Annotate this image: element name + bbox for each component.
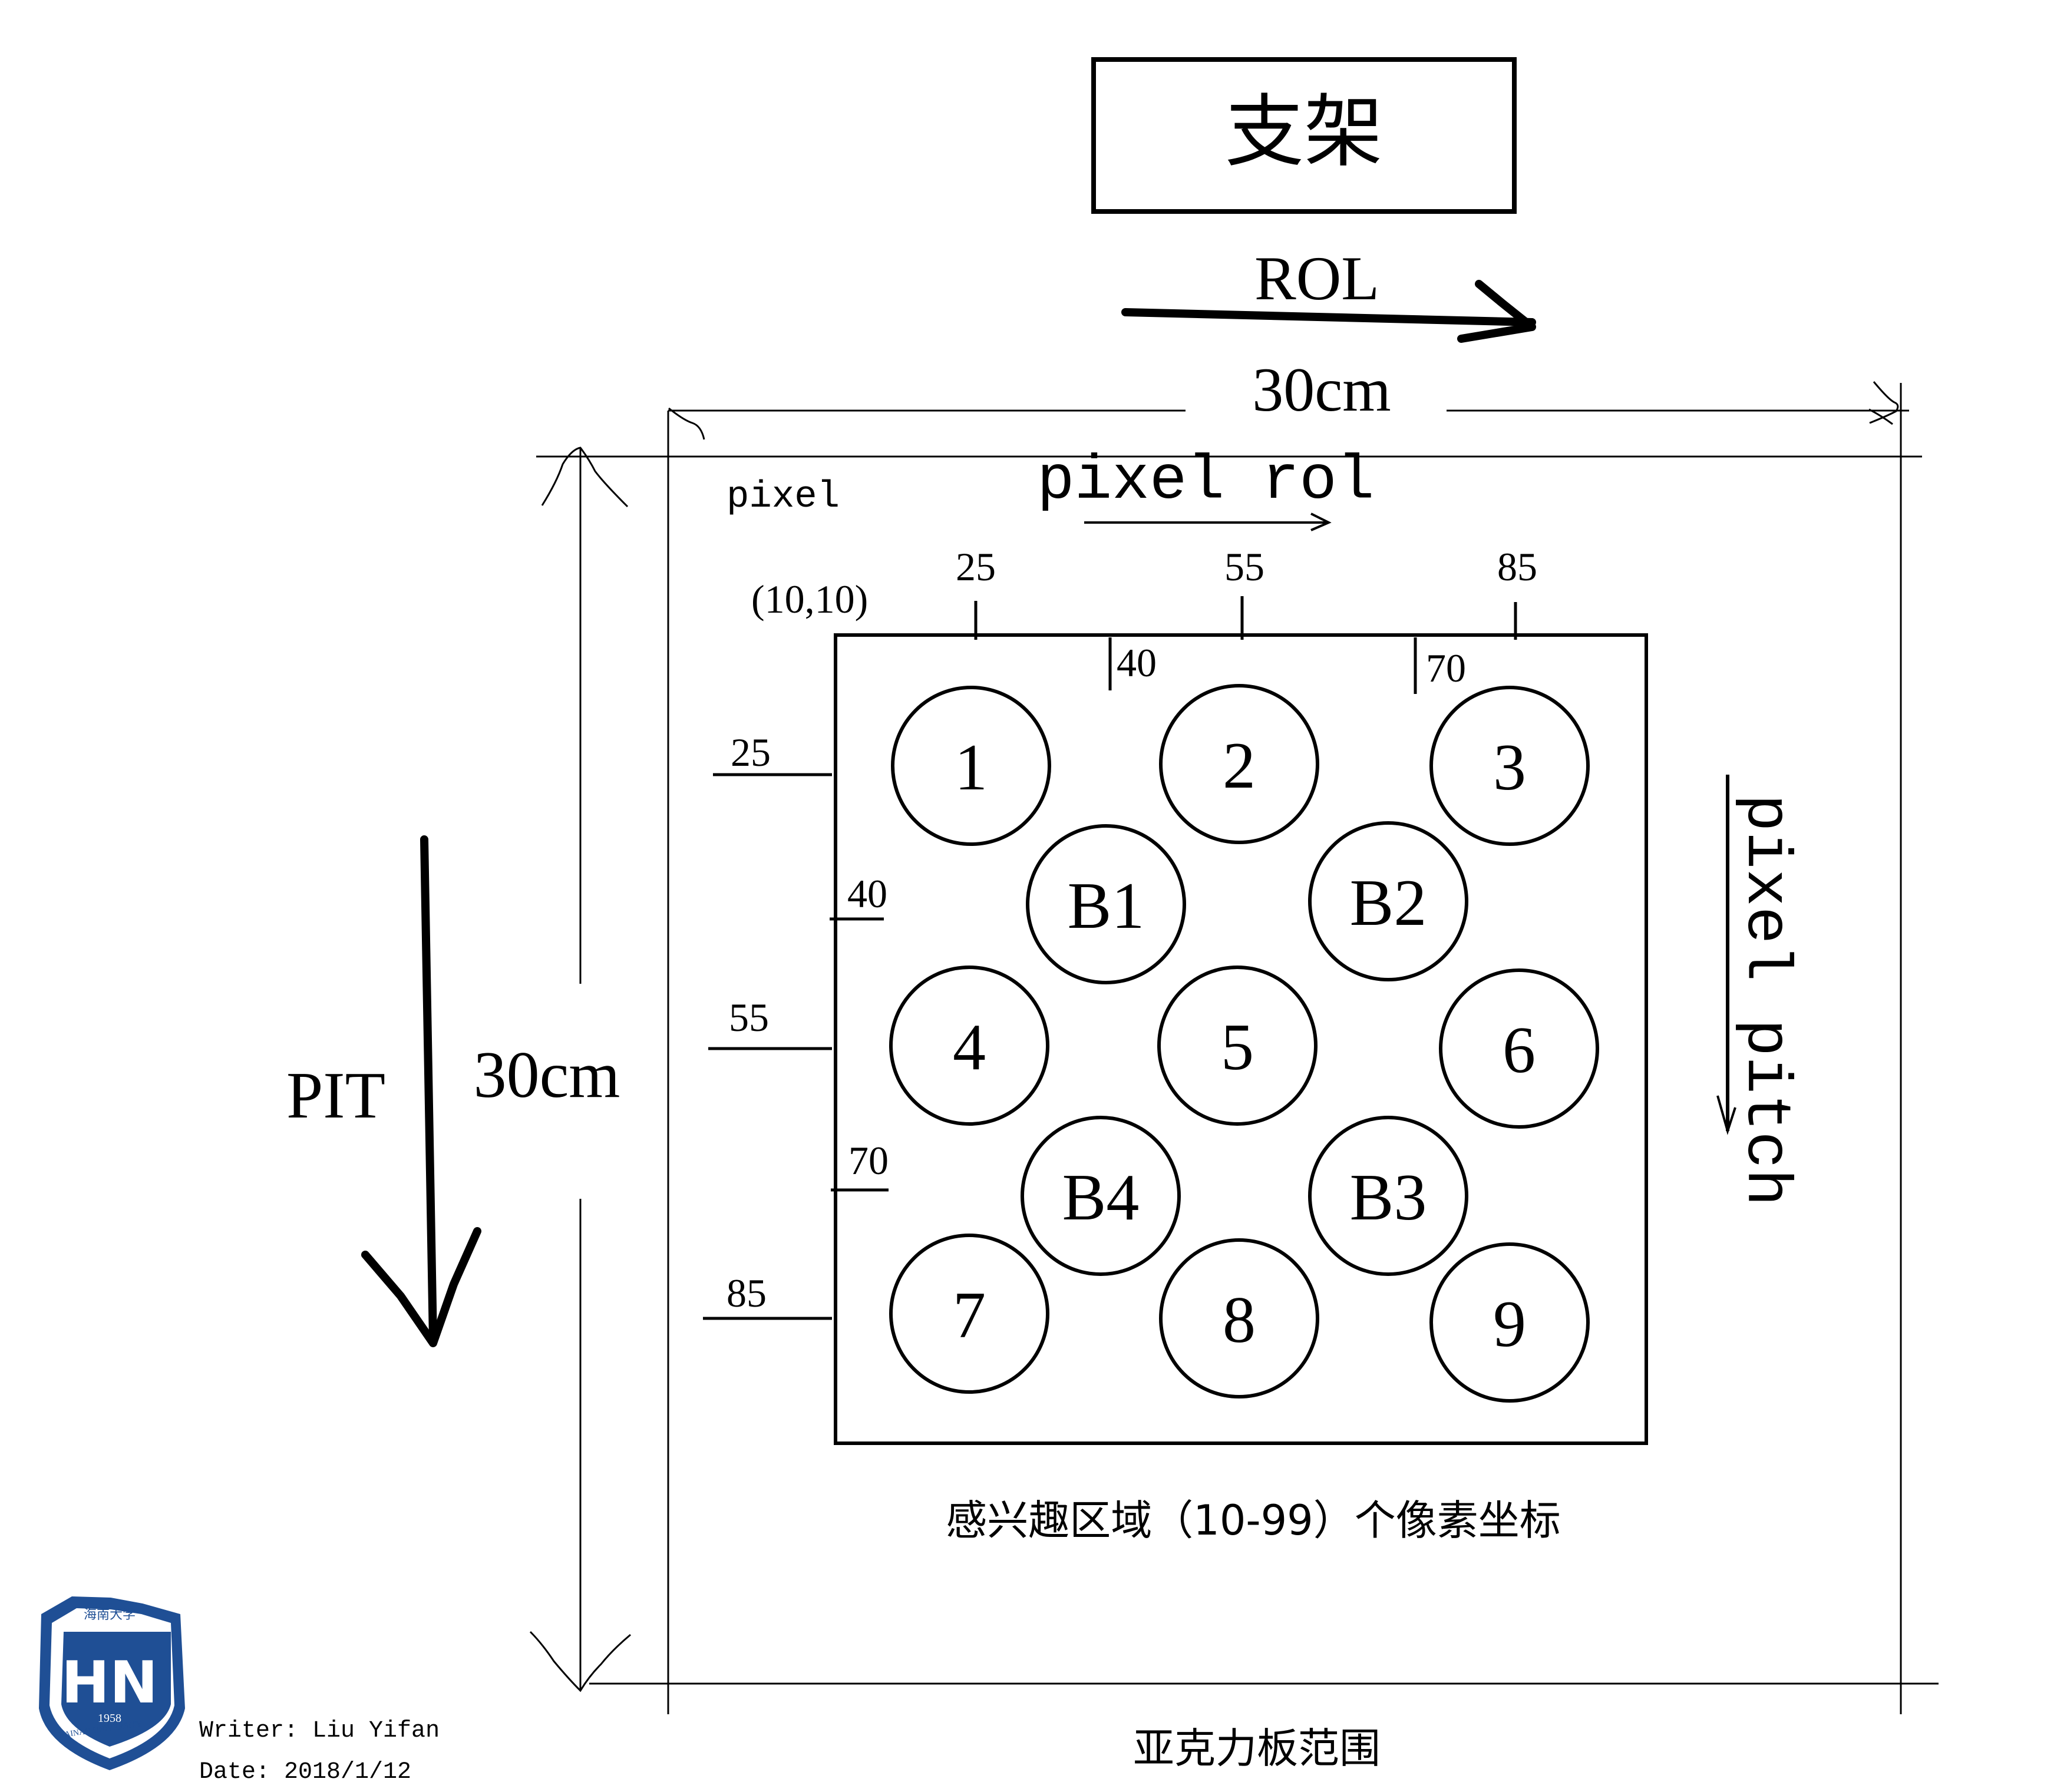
col-tick-label: 55 [1224, 544, 1264, 589]
target-label: 2 [1223, 729, 1256, 802]
target-6: 6 [1439, 968, 1599, 1129]
bracket-box [1091, 57, 1517, 214]
board-caption: 亚克力板范围 [1133, 1724, 1381, 1773]
board-boundary [536, 381, 1939, 1714]
roll-direction: ROL [1121, 244, 1536, 343]
target-7: 7 [889, 1234, 1049, 1394]
target-2: 2 [1159, 684, 1319, 844]
date-label: Date: 2018/1/12 [199, 1759, 411, 1786]
target-5: 5 [1157, 966, 1318, 1126]
target-circle [889, 966, 1049, 1126]
pitch-arrow-shaft [420, 835, 437, 1344]
target-label: 9 [1493, 1288, 1526, 1361]
target-label: 4 [953, 1011, 986, 1084]
col-half-tick-label: 40 [1117, 640, 1157, 685]
target-1: 1 [891, 686, 1051, 846]
pixel-roll-arrow [1084, 513, 1332, 531]
pitch-label: PIT [286, 1059, 385, 1132]
target-label: 5 [1221, 1011, 1254, 1084]
target-circle [889, 1234, 1049, 1394]
logo-field [61, 1632, 171, 1747]
col-tick-label: 25 [956, 544, 996, 589]
target-3: 3 [1429, 686, 1590, 846]
target-4: 4 [889, 966, 1049, 1126]
board-height-label: 30cm [474, 1039, 620, 1112]
pitch-arrow-head [361, 1227, 481, 1347]
target-b1: B1 [1026, 824, 1186, 984]
target-circle [1021, 1116, 1181, 1276]
target-circles: 1 2 3B1 B2 4 5 6B4 B3 7 8 9 [889, 684, 1599, 1403]
roi-caption: 感兴趣区域（10-99）个像素坐标 [946, 1496, 1560, 1545]
target-circle [1429, 686, 1590, 846]
target-circle [1159, 684, 1319, 844]
roll-arrow-shaft [1121, 308, 1536, 326]
row-half-tick-label: 40 [847, 871, 887, 916]
col-tick-label: 85 [1497, 544, 1537, 589]
target-label: 7 [953, 1279, 986, 1352]
bracket: 支架 [1091, 57, 1517, 214]
target-label: B1 [1068, 869, 1145, 943]
target-b4: B4 [1021, 1116, 1181, 1276]
roll-label: ROL [1254, 244, 1379, 313]
target-label: 6 [1503, 1014, 1536, 1087]
target-circle [891, 686, 1051, 846]
row-half-tick-label: 70 [848, 1138, 889, 1183]
pixel-label: pixel [727, 476, 840, 518]
target-circle [1157, 966, 1318, 1126]
target-circle [1159, 1238, 1319, 1398]
university-logo: 海南大学 HN 1958 HAINAN UNIVERSITY [39, 1596, 185, 1770]
target-label: B3 [1350, 1161, 1427, 1234]
target-circle [1308, 821, 1468, 981]
pixel-pitch-label: pixel pitch [1730, 794, 1801, 1206]
target-label: 1 [955, 731, 988, 804]
origin-label: (10,10) [751, 577, 868, 621]
target-9: 9 [1429, 1242, 1590, 1403]
board-height-dimension [529, 447, 631, 1692]
target-label: B2 [1350, 867, 1427, 940]
roi-column-ticks: 25 55 85 40 70 [956, 544, 1537, 694]
target-circle [1439, 968, 1599, 1129]
pixel-roll-label: pixel rol [1037, 446, 1375, 517]
target-circle [1308, 1116, 1468, 1276]
target-b3: B3 [1308, 1116, 1468, 1276]
target-label: B4 [1062, 1161, 1140, 1234]
logo-initials: HN [61, 1649, 158, 1717]
row-tick-label: 85 [727, 1271, 767, 1315]
logo-name-cn: 海南大学 [84, 1608, 136, 1622]
target-b2: B2 [1308, 821, 1468, 981]
pixel-pitch: pixel pitch [1716, 775, 1801, 1206]
target-8: 8 [1159, 1238, 1319, 1398]
row-tick-label: 55 [729, 995, 769, 1040]
writer-label: Writer: Liu Yifan [199, 1718, 440, 1744]
board-width-label: 30cm [1252, 355, 1391, 424]
pitch-direction: PIT [286, 835, 481, 1347]
target-circle [1026, 824, 1186, 984]
roi-row-ticks: 25 55 85 40 70 [703, 730, 889, 1320]
bracket-label: 支架 [1225, 86, 1383, 178]
pixel-pitch-arrow-head [1716, 1095, 1736, 1135]
logo-year: 1958 [98, 1712, 121, 1725]
target-circle [1429, 1242, 1590, 1403]
target-label: 3 [1493, 731, 1526, 804]
target-label: 8 [1223, 1284, 1256, 1357]
row-tick-label: 25 [731, 730, 771, 775]
col-half-tick-label: 70 [1426, 646, 1466, 690]
roll-arrow-head [1457, 280, 1536, 343]
